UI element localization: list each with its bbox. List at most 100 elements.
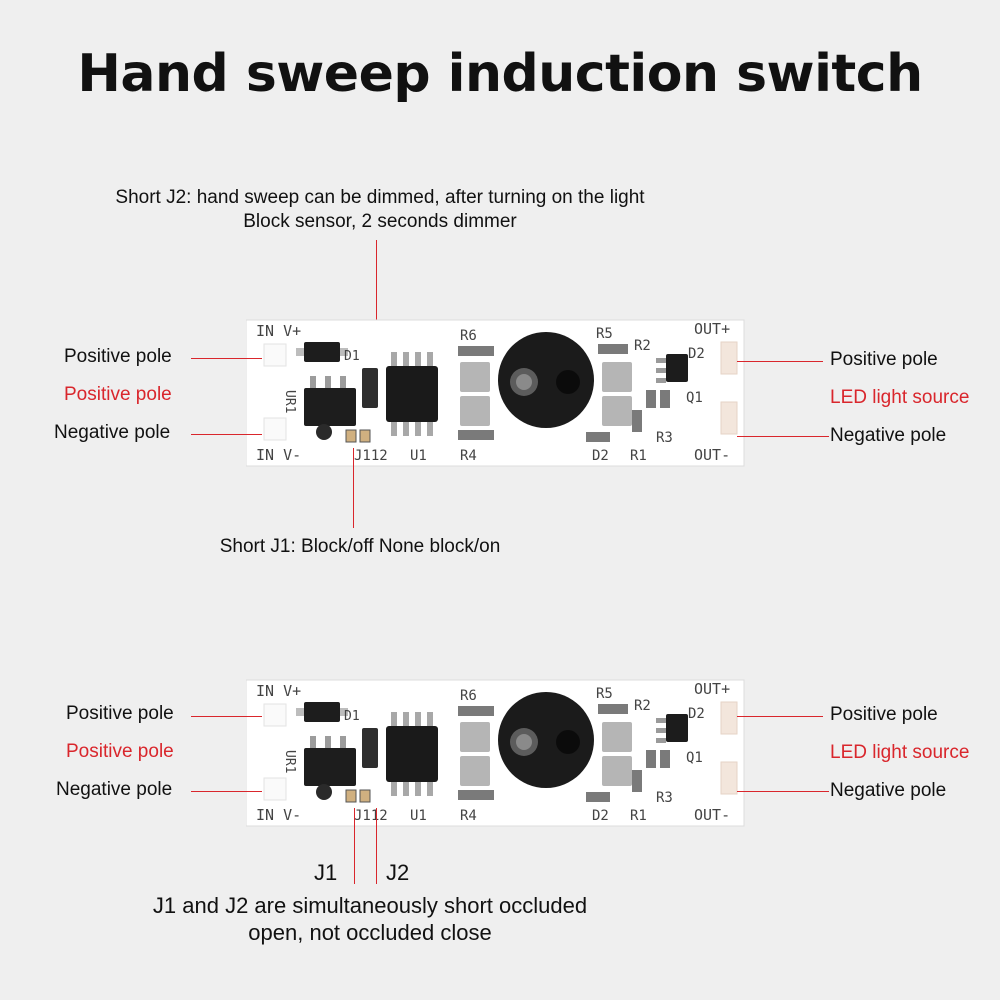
transistor-pin bbox=[656, 358, 666, 363]
capacitor bbox=[316, 784, 332, 800]
silk-r5: R5 bbox=[596, 326, 613, 342]
regulator-pin bbox=[325, 376, 331, 388]
resistor-r5b bbox=[602, 396, 632, 426]
silk-r1: R1 bbox=[630, 448, 647, 464]
right-label-positive: Positive pole bbox=[830, 704, 938, 725]
diode-d1 bbox=[304, 702, 340, 722]
silk-r3: R3 bbox=[656, 790, 673, 806]
right-label-negative: Negative pole bbox=[830, 425, 947, 446]
output-pad-positive bbox=[720, 701, 738, 735]
silk-d2-top: D2 bbox=[688, 346, 705, 362]
resistor-r5b bbox=[602, 756, 632, 786]
ic-u1 bbox=[386, 726, 438, 782]
ic-pin bbox=[403, 782, 409, 796]
input-pad-positive bbox=[263, 343, 287, 367]
resistor-r5 bbox=[602, 362, 632, 392]
ic-pin bbox=[415, 422, 421, 436]
ic-pin bbox=[391, 712, 397, 726]
resistor-r6 bbox=[460, 722, 490, 752]
j2-note-line1: Short J2: hand sweep can be dimmed, afte… bbox=[115, 187, 645, 208]
transistor-pin bbox=[656, 728, 666, 733]
silk-r5: R5 bbox=[596, 686, 613, 702]
output-pad-positive bbox=[720, 341, 738, 375]
ic-pin bbox=[403, 712, 409, 726]
sensor-emitter-core bbox=[516, 734, 532, 750]
resistor-r3 bbox=[660, 750, 670, 768]
silk-ur1: UR1 bbox=[282, 750, 297, 773]
ic-pin bbox=[427, 782, 433, 796]
ic-pin bbox=[415, 712, 421, 726]
j1-j2-note-line2: open, not occluded close bbox=[248, 920, 492, 945]
silk-ur1: UR1 bbox=[282, 390, 297, 413]
sensor-housing bbox=[498, 332, 594, 428]
capacitor-c1 bbox=[362, 728, 378, 768]
silk-u1: U1 bbox=[410, 808, 427, 824]
j1-j2-note-line1: J1 and J2 are simultaneously short occlu… bbox=[152, 893, 588, 918]
regulator-pin bbox=[340, 376, 346, 388]
diode-lead bbox=[296, 708, 304, 716]
left-label-negative: Negative pole bbox=[56, 779, 173, 800]
resistor-r1 bbox=[632, 410, 642, 432]
sensor-housing bbox=[498, 692, 594, 788]
left-label-positive-1: Positive pole bbox=[64, 346, 172, 367]
regulator-pin bbox=[310, 736, 316, 748]
regulator-pin bbox=[340, 736, 346, 748]
silk-r6: R6 bbox=[460, 688, 477, 704]
resistor-r2 bbox=[646, 390, 656, 408]
input-pad-positive bbox=[263, 703, 287, 727]
silk-d2: D2 bbox=[592, 448, 609, 464]
transistor-q1 bbox=[666, 354, 688, 382]
silk-r3: R3 bbox=[656, 430, 673, 446]
ic-pin bbox=[427, 422, 433, 436]
j2-note-line2: Block sensor, 2 seconds dimmer bbox=[243, 211, 517, 232]
ic-pin bbox=[391, 782, 397, 796]
regulator-ur1 bbox=[304, 388, 356, 426]
ic-pin bbox=[391, 422, 397, 436]
transistor-pin bbox=[656, 378, 666, 383]
right-label-led: LED light source bbox=[830, 742, 970, 763]
silk-r1: R1 bbox=[630, 808, 647, 824]
silk-r4: R4 bbox=[460, 808, 477, 824]
resistor-small bbox=[598, 704, 628, 714]
silk-in-minus: IN V- bbox=[256, 806, 301, 824]
ic-pin bbox=[403, 352, 409, 366]
silk-j12: J112 bbox=[354, 448, 388, 464]
silk-out-minus: OUT- bbox=[694, 806, 730, 824]
resistor-small bbox=[458, 430, 494, 440]
jumper-j2 bbox=[359, 789, 371, 803]
resistor-r6 bbox=[460, 362, 490, 392]
ic-pin bbox=[391, 352, 397, 366]
silk-d1: D1 bbox=[344, 349, 360, 364]
leader-line bbox=[737, 361, 823, 362]
j2-label: J2 bbox=[386, 860, 410, 885]
transistor-q1 bbox=[666, 714, 688, 742]
silk-d1: D1 bbox=[344, 709, 360, 724]
diode-d2 bbox=[586, 432, 610, 442]
ic-pin bbox=[403, 422, 409, 436]
input-pad-negative bbox=[263, 777, 287, 801]
left-label-negative: Negative pole bbox=[54, 422, 171, 443]
transistor-pin bbox=[656, 718, 666, 723]
output-pad-negative bbox=[720, 761, 738, 795]
diode-lead bbox=[296, 348, 304, 356]
capacitor-c1 bbox=[362, 368, 378, 408]
j1-pointer-line bbox=[354, 808, 355, 884]
j1-label: J1 bbox=[314, 860, 338, 885]
transistor-pin bbox=[656, 738, 666, 743]
transistor-pin bbox=[656, 368, 666, 373]
sensor-emitter-core bbox=[516, 374, 532, 390]
jumper-j1 bbox=[345, 789, 357, 803]
left-label-positive-2: Positive pole bbox=[66, 741, 174, 762]
capacitor bbox=[316, 424, 332, 440]
resistor-small bbox=[458, 706, 494, 716]
silk-q1: Q1 bbox=[686, 390, 703, 406]
diode-lead bbox=[340, 708, 348, 716]
sensor-receiver bbox=[556, 370, 580, 394]
jumper-j2 bbox=[359, 429, 371, 443]
resistor-r4 bbox=[460, 756, 490, 786]
resistor-r1 bbox=[632, 770, 642, 792]
jumper-j1 bbox=[345, 429, 357, 443]
